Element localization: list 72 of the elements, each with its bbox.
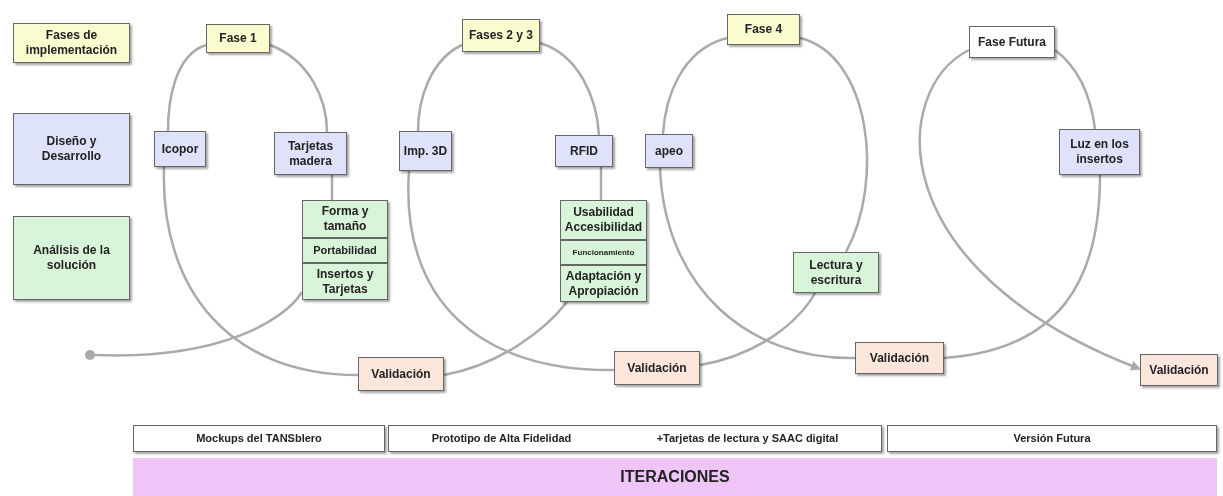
node-label: Luz en los insertos (1069, 137, 1130, 167)
node-label: Adaptación y Apropiación (564, 268, 643, 299)
node-label: Insertos y Tarjetas (315, 266, 375, 297)
node-box (302, 238, 388, 263)
arrow (919, 48, 1141, 371)
node-box (358, 357, 444, 391)
connector-line (330, 175, 334, 200)
connector-line (661, 36, 728, 135)
connector-line (599, 167, 603, 200)
connector-line (443, 301, 568, 377)
connector-line (166, 43, 207, 132)
node-label: Portabilidad (312, 243, 378, 258)
node-box (614, 351, 700, 385)
node-box (727, 14, 800, 45)
node-label: Funcionamiento (571, 247, 636, 258)
node-box (793, 252, 879, 293)
node-label: ITERACIONES (619, 467, 731, 487)
node-label: +Tarjetas de lectura y SAAC digital (655, 431, 840, 446)
node-label: Prototipo de Alta Fidelidad (430, 431, 573, 446)
node-label: Fase 1 (218, 31, 258, 46)
node-label: apeo (654, 143, 684, 159)
connector-line (269, 43, 329, 133)
node-box (388, 425, 882, 452)
node-box (462, 19, 540, 52)
iterations-banner (133, 458, 1217, 496)
node-label: Versión Futura (1012, 431, 1092, 446)
node-box (560, 240, 647, 265)
node-label: Usabilidad Accesibilidad (563, 205, 644, 235)
connector-line (407, 171, 615, 372)
connector-line (943, 174, 1102, 360)
node-box (555, 135, 613, 167)
connector-line (95, 291, 303, 357)
node-box (969, 26, 1055, 58)
node-box (887, 425, 1217, 452)
node-label: Validación (868, 350, 931, 366)
node-label: Validación (370, 366, 432, 382)
connector-line (799, 36, 869, 253)
connector-line (416, 43, 463, 132)
node-label: Forma y tamaño (320, 204, 370, 234)
node-box (302, 200, 388, 238)
node-label: Diseño y Desarrollo (40, 134, 103, 164)
connector-line (1054, 49, 1097, 130)
node-box (399, 131, 452, 171)
node-label: Fase 4 (743, 22, 784, 37)
connector-line (699, 292, 817, 367)
node-label: Imp. 3D (402, 143, 449, 159)
node-box (855, 342, 944, 374)
node-label: Mockups del TANSblero (195, 431, 323, 446)
node-box (13, 23, 130, 63)
node-label: Validación (1148, 362, 1210, 378)
node-box (274, 132, 347, 175)
node-label: Análisis de la solución (32, 243, 111, 273)
node-label: Validación (626, 360, 688, 376)
connector-line (539, 41, 601, 136)
node-label: Fases 2 y 3 (467, 28, 535, 43)
node-box (645, 134, 693, 168)
node-label: Fases de implementación (24, 28, 119, 58)
node-box (1059, 129, 1140, 175)
node-box (154, 131, 206, 167)
connector-line (658, 167, 856, 360)
node-box (133, 425, 385, 452)
node-box (302, 263, 388, 300)
node-label: Icopor (160, 141, 200, 157)
node-label: Fase Futura (977, 34, 1047, 50)
node-box (1140, 354, 1218, 386)
node-label: RFID (569, 143, 599, 159)
node-box (13, 113, 130, 185)
node-box (13, 216, 130, 300)
connector-line (162, 166, 359, 377)
node-box (206, 24, 270, 53)
node-label: Tarjetas madera (286, 138, 335, 169)
node-label: Lectura y escritura (808, 257, 864, 288)
